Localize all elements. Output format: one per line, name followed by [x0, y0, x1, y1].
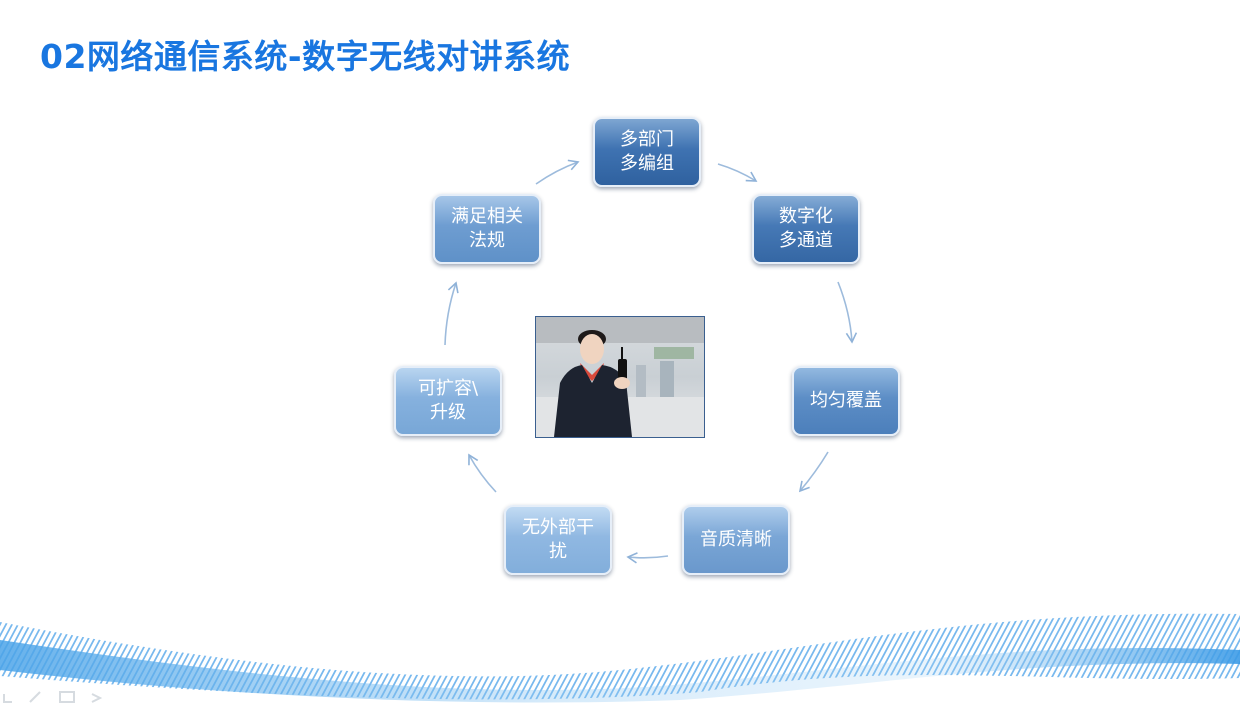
node-label: 满足相关 法规 — [451, 206, 523, 251]
cycle-node-clear-audio: 音质清晰 — [682, 505, 790, 575]
node-label: 多部门 多编组 — [620, 129, 674, 174]
cycle-arrows — [444, 159, 858, 564]
arrow-n6-to-n7 — [444, 281, 459, 346]
woman-with-radio-image — [536, 317, 704, 437]
arrow-n4-to-n5 — [626, 552, 669, 564]
slide-title: 02网络通信系统-数字无线对讲系统 — [40, 37, 571, 76]
node-label: 均匀覆盖 — [810, 390, 882, 411]
arrow-n7-to-n1 — [535, 159, 580, 185]
node-label: 音质清晰 — [700, 529, 772, 550]
arrow-n3-to-n4 — [798, 451, 829, 493]
next-icon — [91, 693, 103, 703]
cycle-node-expandable: 可扩容\ 升级 — [394, 366, 502, 436]
prev-icon — [3, 694, 12, 703]
node-label: 数字化 多通道 — [779, 206, 833, 251]
cycle-node-digital-multichannel: 数字化 多通道 — [752, 194, 860, 264]
pen-icon — [29, 691, 41, 703]
node-label: 无外部干 扰 — [522, 517, 594, 562]
node-label: 可扩容\ 升级 — [417, 378, 479, 423]
cycle-node-no-interference: 无外部干 扰 — [504, 505, 612, 575]
slide-nav-icons — [3, 691, 103, 703]
cycle-node-uniform-coverage: 均匀覆盖 — [792, 366, 900, 436]
cycle-node-regulations: 满足相关 法规 — [433, 194, 541, 264]
center-photo — [535, 316, 705, 438]
arrow-n1-to-n2 — [717, 163, 758, 182]
arrow-n2-to-n3 — [837, 281, 858, 344]
arrow-n5-to-n6 — [468, 453, 497, 493]
menu-icon — [59, 691, 75, 703]
decorative-wave-background — [0, 613, 1240, 703]
cycle-node-multi-department: 多部门 多编组 — [593, 117, 701, 187]
